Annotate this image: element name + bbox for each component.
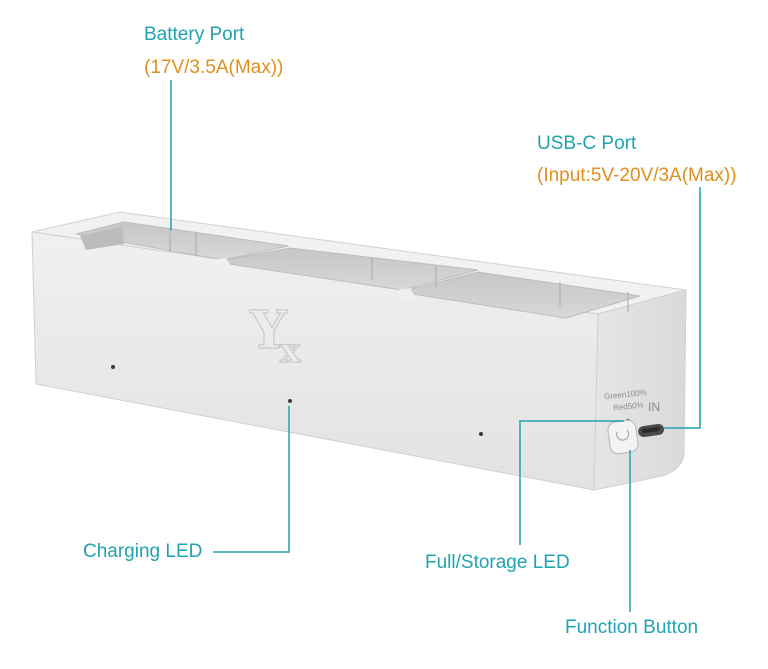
battery-port-title: Battery Port bbox=[144, 24, 245, 45]
battery-well-1-inner bbox=[80, 226, 124, 250]
function-button-shape bbox=[607, 419, 639, 455]
full-storage-led-leader bbox=[519, 420, 624, 545]
svg-text:x: x bbox=[280, 331, 301, 371]
battery-well-1 bbox=[75, 221, 289, 261]
battery-well-3 bbox=[399, 271, 641, 319]
brand-logo-emboss: Y x bbox=[248, 299, 301, 371]
hub-body bbox=[31, 211, 687, 491]
usbc-port-title: USB-C Port bbox=[537, 133, 637, 154]
well-divider-2 bbox=[396, 288, 416, 300]
charging-led-dot-3 bbox=[479, 432, 483, 436]
charging-led-label: Charging LED bbox=[83, 541, 203, 562]
battery-well-2 bbox=[215, 247, 479, 291]
callout-lines bbox=[170, 80, 701, 612]
charging-led-leader bbox=[213, 406, 290, 553]
well-divider-1 bbox=[212, 258, 232, 270]
svg-text:Y: Y bbox=[249, 300, 288, 361]
full-storage-led-label: Full/Storage LED bbox=[425, 552, 570, 573]
usbc-port-spec: (Input:5V-20V/3A(Max)) bbox=[537, 165, 737, 186]
usbc-in-marking: IN bbox=[648, 400, 660, 414]
function-button-label: Function Button bbox=[565, 617, 699, 638]
charging-led-dot-2 bbox=[288, 399, 292, 403]
usbc-port-leader bbox=[664, 187, 701, 429]
battery-wells bbox=[75, 221, 641, 319]
charging-led-dot-1 bbox=[111, 365, 115, 369]
battery-port-spec: (17V/3.5A(Max)) bbox=[144, 57, 284, 78]
